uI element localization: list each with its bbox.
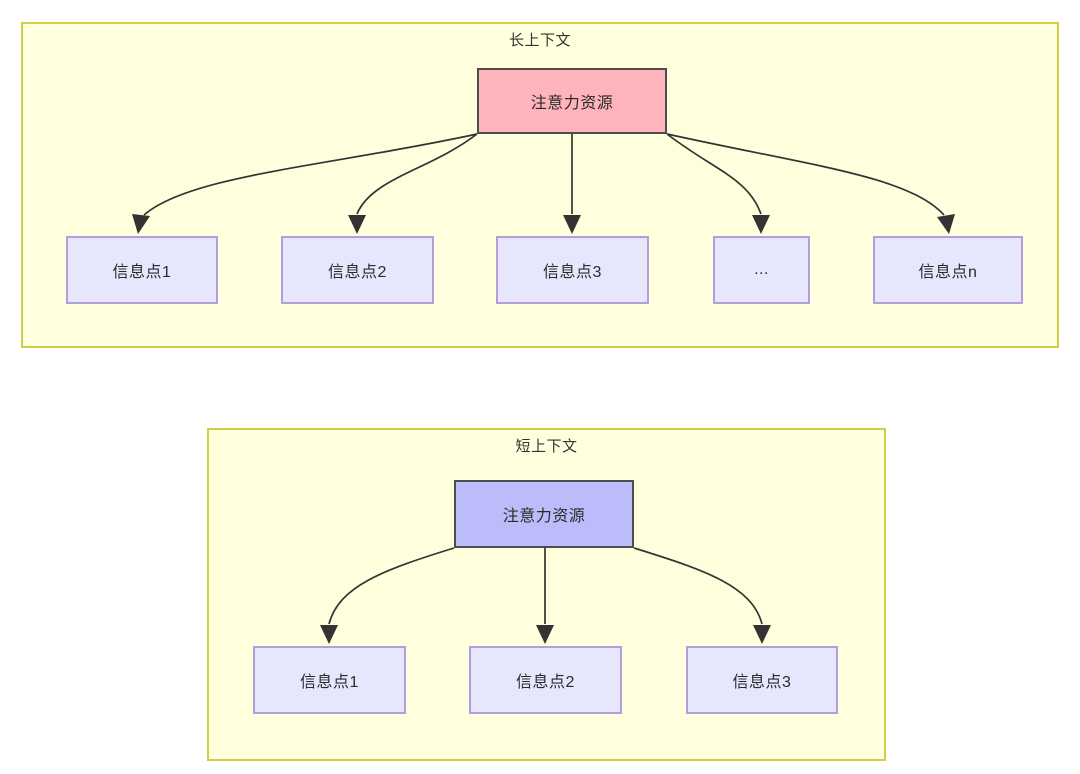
short-context-leaf-2-label: 信息点2 bbox=[516, 674, 575, 691]
long-context-title: 长上下文 bbox=[508, 32, 571, 49]
long-context-leaf-3[interactable]: 信息点3 bbox=[496, 236, 649, 304]
long-context-root-node[interactable]: 注意力资源 bbox=[477, 68, 667, 134]
long-context-leaf-2-label: 信息点2 bbox=[328, 264, 387, 281]
long-context-leaf-1[interactable]: 信息点1 bbox=[66, 236, 218, 304]
long-context-root-label: 注意力资源 bbox=[530, 95, 614, 112]
short-context-leaf-1[interactable]: 信息点1 bbox=[253, 646, 406, 714]
short-context-title: 短上下文 bbox=[515, 438, 578, 455]
long-context-leaf-3-label: 信息点3 bbox=[543, 264, 602, 281]
short-context-root-node[interactable]: 注意力资源 bbox=[454, 480, 634, 548]
long-context-leaf-n[interactable]: 信息点n bbox=[873, 236, 1023, 304]
long-context-leaf-ellipsis[interactable]: ... bbox=[713, 236, 810, 304]
short-context-root-label: 注意力资源 bbox=[502, 508, 586, 525]
long-context-leaf-1-label: 信息点1 bbox=[112, 264, 172, 281]
long-context-leaf-2[interactable]: 信息点2 bbox=[281, 236, 434, 304]
long-context-leaf-ellipsis-label: ... bbox=[754, 261, 769, 278]
short-context-leaf-3-label: 信息点3 bbox=[732, 674, 792, 691]
short-context-leaf-2[interactable]: 信息点2 bbox=[469, 646, 622, 714]
long-context-leaf-n-label: 信息点n bbox=[918, 264, 978, 281]
short-context-leaf-1-label: 信息点1 bbox=[300, 674, 359, 691]
short-context-leaf-3[interactable]: 信息点3 bbox=[686, 646, 838, 714]
